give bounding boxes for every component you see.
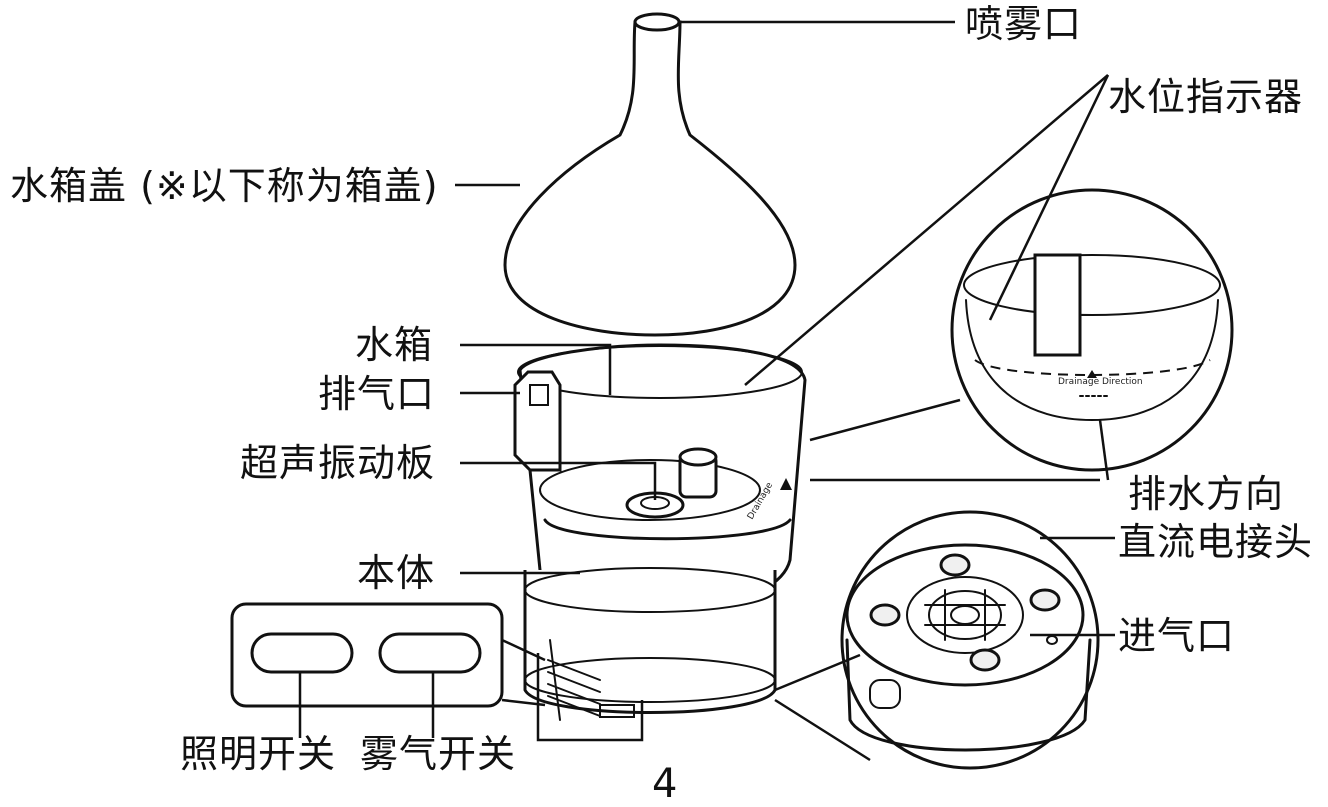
- label-body: 本体: [357, 554, 435, 592]
- label-tank-lid: 水箱盖 (※以下称为箱盖): [10, 167, 439, 205]
- label-light-switch: 照明开关: [180, 735, 336, 773]
- tank-lid: [505, 14, 795, 335]
- label-drain-direction: 排水方向: [1128, 475, 1284, 513]
- inset-drainage-text: Drainage Direction: [1058, 377, 1143, 387]
- label-dc-connector: 直流电接头: [1118, 523, 1313, 561]
- label-exhaust-port: 排气口: [318, 375, 435, 413]
- exhaust-chimney: [515, 372, 560, 470]
- base-underside-inset: [775, 512, 1098, 768]
- label-mist-switch: 雾气开关: [360, 735, 516, 773]
- label-spray-outlet: 喷雾口: [965, 5, 1082, 43]
- label-ultrasonic-plate: 超声振动板: [240, 444, 435, 482]
- base: [525, 568, 775, 720]
- water-level-inset: Drainage Direction: [810, 190, 1232, 480]
- label-water-level-indicator: 水位指示器: [1108, 78, 1303, 116]
- label-water-tank: 水箱: [355, 326, 433, 364]
- page-number: 4: [652, 764, 677, 804]
- label-air-inlet: 进气口: [1118, 617, 1235, 655]
